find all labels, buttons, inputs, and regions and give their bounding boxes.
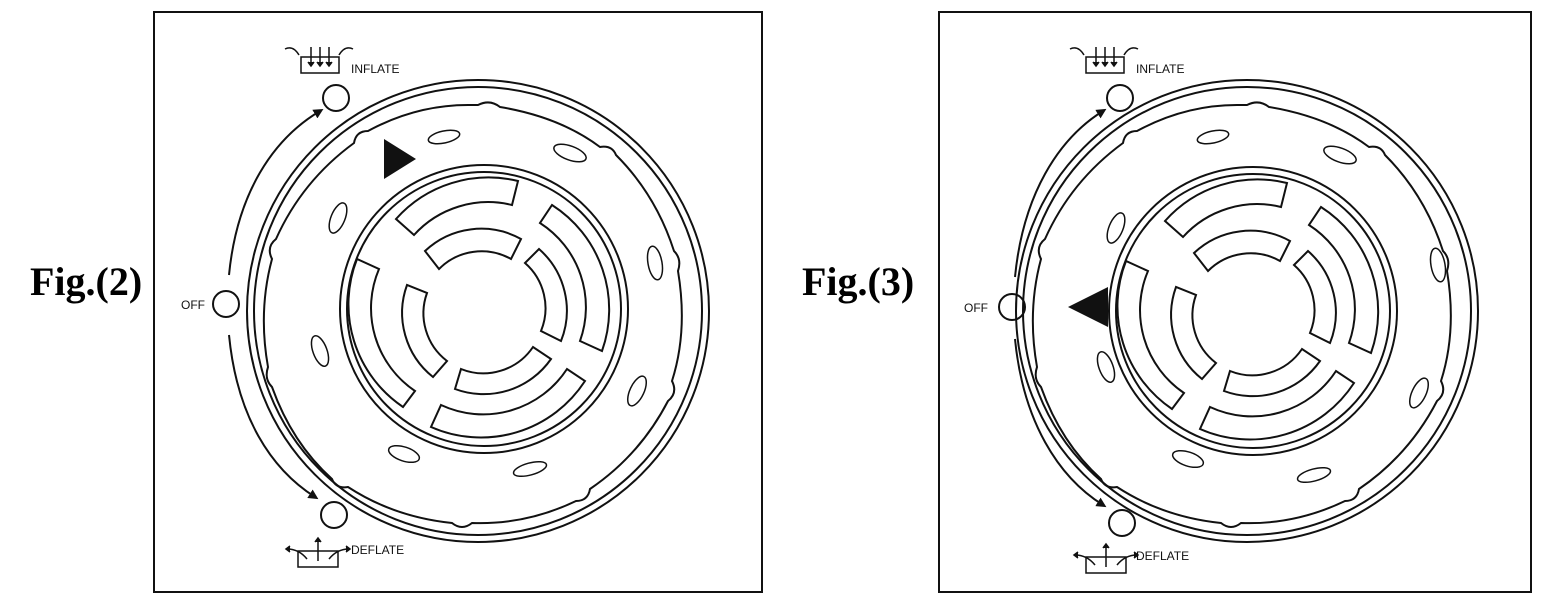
grip-blob: [553, 143, 587, 163]
figure-3-caption: Fig.(3): [802, 259, 915, 304]
inner-ring: [346, 171, 622, 447]
inner-ring-outer: [1108, 166, 1398, 456]
arc-inner-right: [1292, 249, 1337, 345]
deflate-label: DEFLATE: [351, 543, 404, 557]
inflate-position-dot: [1106, 84, 1134, 112]
grip-blob: [328, 202, 348, 234]
figure-2-panel: INFLATE OFF DEFLATE: [153, 11, 763, 593]
inflate-label: INFLATE: [351, 62, 399, 76]
arrow-to-deflate: [228, 334, 319, 500]
arc-inner-bottom: [453, 345, 553, 396]
grip-blobs: [1096, 129, 1447, 484]
grip-blob: [1323, 145, 1357, 165]
inflate-position-dot: [322, 84, 350, 112]
outer-ring-inner: [1022, 86, 1472, 536]
figure-3-panel: INFLATE OFF DEFLATE: [938, 11, 1532, 593]
outer-ring: [246, 79, 710, 543]
deflate-icon: [1072, 542, 1140, 574]
grip-blob: [1429, 247, 1447, 283]
pointer-triangle-left: [1068, 287, 1108, 327]
arc-segments: [347, 176, 611, 439]
valve-diagram-fig3: INFLATE OFF DEFLATE: [964, 47, 1479, 574]
grip-blob: [387, 444, 421, 464]
outer-ring: [1015, 79, 1479, 543]
off-label: OFF: [181, 298, 205, 312]
grip-blob: [1096, 351, 1116, 383]
grip-blob: [310, 335, 330, 367]
arc-inner-top: [423, 227, 523, 271]
arc-segments: [1116, 178, 1380, 441]
inflate-icon: [284, 47, 354, 74]
arrow-to-deflate: [1014, 338, 1107, 508]
grip-blob: [512, 460, 548, 478]
deflate-position-dot: [320, 501, 348, 529]
arc-segment-bottom: [1198, 369, 1356, 441]
grip-blob: [1171, 449, 1205, 469]
outer-ring-inner: [253, 86, 703, 536]
arc-inner-top: [1192, 229, 1292, 273]
valve-diagram-fig2: INFLATE OFF DEFLATE: [181, 47, 710, 568]
inflate-icon: [1069, 47, 1139, 74]
deflate-position-dot: [1108, 509, 1136, 537]
grip-blob: [1106, 212, 1126, 244]
arc-inner-bottom: [1222, 347, 1322, 398]
arc-segment-top: [1163, 178, 1289, 239]
arc-segment-right: [538, 203, 611, 353]
inner-ring: [1115, 173, 1391, 449]
figure-2-caption: Fig.(2): [30, 259, 143, 304]
arc-inner-right: [523, 247, 568, 343]
grip-blobs: [310, 129, 664, 478]
arc-segment-left: [1116, 259, 1186, 411]
inner-ring-outer: [339, 164, 629, 454]
arrow-to-inflate: [1014, 108, 1107, 278]
off-position-dot: [212, 290, 240, 318]
grip-blob: [626, 375, 648, 407]
scalloped-ring: [262, 101, 683, 528]
arc-inner-left: [401, 283, 449, 379]
grip-blob: [646, 245, 664, 281]
grip-blob: [1196, 129, 1230, 145]
arc-segment-left: [347, 257, 417, 409]
arrow-to-inflate: [228, 108, 324, 276]
grip-blob: [1408, 377, 1430, 409]
deflate-icon: [284, 536, 352, 568]
off-position-dot: [998, 293, 1026, 321]
arc-segment-right: [1307, 205, 1380, 355]
grip-blob: [427, 129, 461, 145]
arc-segment-bottom: [429, 367, 587, 439]
arc-inner-left: [1170, 285, 1218, 381]
off-label: OFF: [964, 301, 988, 315]
scalloped-ring: [1031, 101, 1452, 528]
arc-segment-top: [394, 176, 520, 237]
inflate-label: INFLATE: [1136, 62, 1184, 76]
deflate-label: DEFLATE: [1136, 549, 1189, 563]
pointer-triangle-right: [384, 139, 416, 179]
grip-blob: [1296, 466, 1332, 484]
